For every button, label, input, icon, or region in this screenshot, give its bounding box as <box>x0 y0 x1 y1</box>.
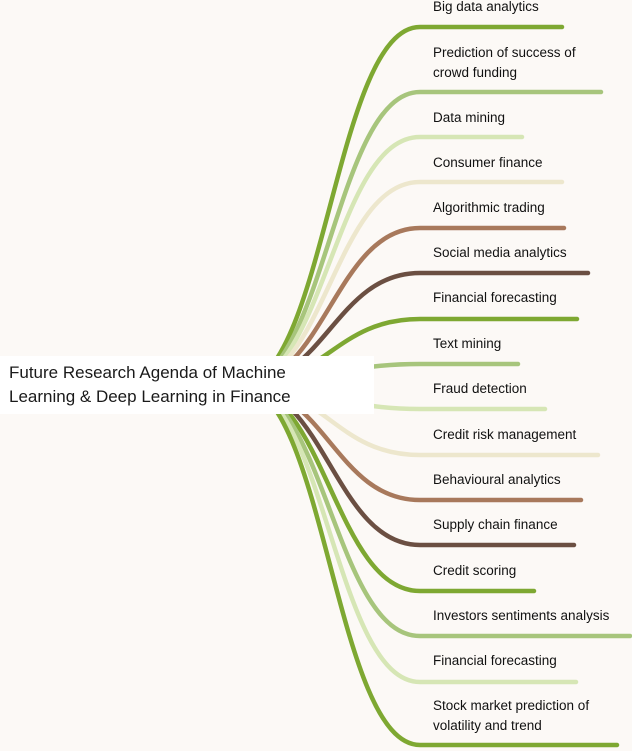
branch-label: Behavioural analytics <box>433 470 561 490</box>
branch-label: Fraud detection <box>433 379 527 399</box>
branch-label-text: volatility and trend <box>433 718 542 733</box>
branch-label: Investors sentiments analysis <box>433 606 609 626</box>
branch-label: Credit scoring <box>433 561 516 581</box>
branch-label-text: Behavioural analytics <box>433 472 561 487</box>
central-topic: Future Research Agenda of Machine Learni… <box>0 356 374 414</box>
branch-label-text: crowd funding <box>433 65 518 80</box>
branch-label-text: Prediction of success of <box>433 45 576 60</box>
branch-label: Stock market prediction of volatility and… <box>433 696 589 736</box>
branch-label: Prediction of success of crowd funding <box>433 43 576 83</box>
branch-label-text: Big data analytics <box>433 0 539 14</box>
branch-label: Text mining <box>433 334 501 354</box>
branch-label-text: Fraud detection <box>433 381 527 396</box>
branch-label: Algorithmic trading <box>433 198 545 218</box>
branch-label-text: Text mining <box>433 336 502 351</box>
branch-label: Social media analytics <box>433 243 567 263</box>
branch-label-text: Social media analytics <box>433 245 567 260</box>
branch-label-text: Consumer finance <box>433 155 543 170</box>
central-topic-line-1: Future Research Agenda of Machine <box>9 363 286 382</box>
branch-label: Financial forecasting <box>433 651 557 671</box>
branch-label-text: Data mining <box>433 110 506 125</box>
branch-label-text: Investors sentiments analysis <box>433 608 610 623</box>
branch-label-text: Stock market prediction of <box>433 698 590 713</box>
branch-label: Supply chain finance <box>433 515 558 535</box>
branch-label: Credit risk management <box>433 425 576 445</box>
branch-label: Financial forecasting <box>433 288 557 308</box>
branch-label-text: Financial forecasting <box>433 653 557 668</box>
branch-label-text: Credit scoring <box>433 563 517 578</box>
branch-label-text: Supply chain finance <box>433 517 558 532</box>
branch-label: Consumer finance <box>433 153 543 173</box>
branch-label-text: Credit risk management <box>433 427 577 442</box>
branch-label-text: Algorithmic trading <box>433 200 545 215</box>
central-topic-line-2: Learning & Deep Learning in Finance <box>9 387 291 406</box>
branch-label-text: Financial forecasting <box>433 290 557 305</box>
branch-label: Big data analytics <box>433 0 539 17</box>
branch-label: Data mining <box>433 108 505 128</box>
